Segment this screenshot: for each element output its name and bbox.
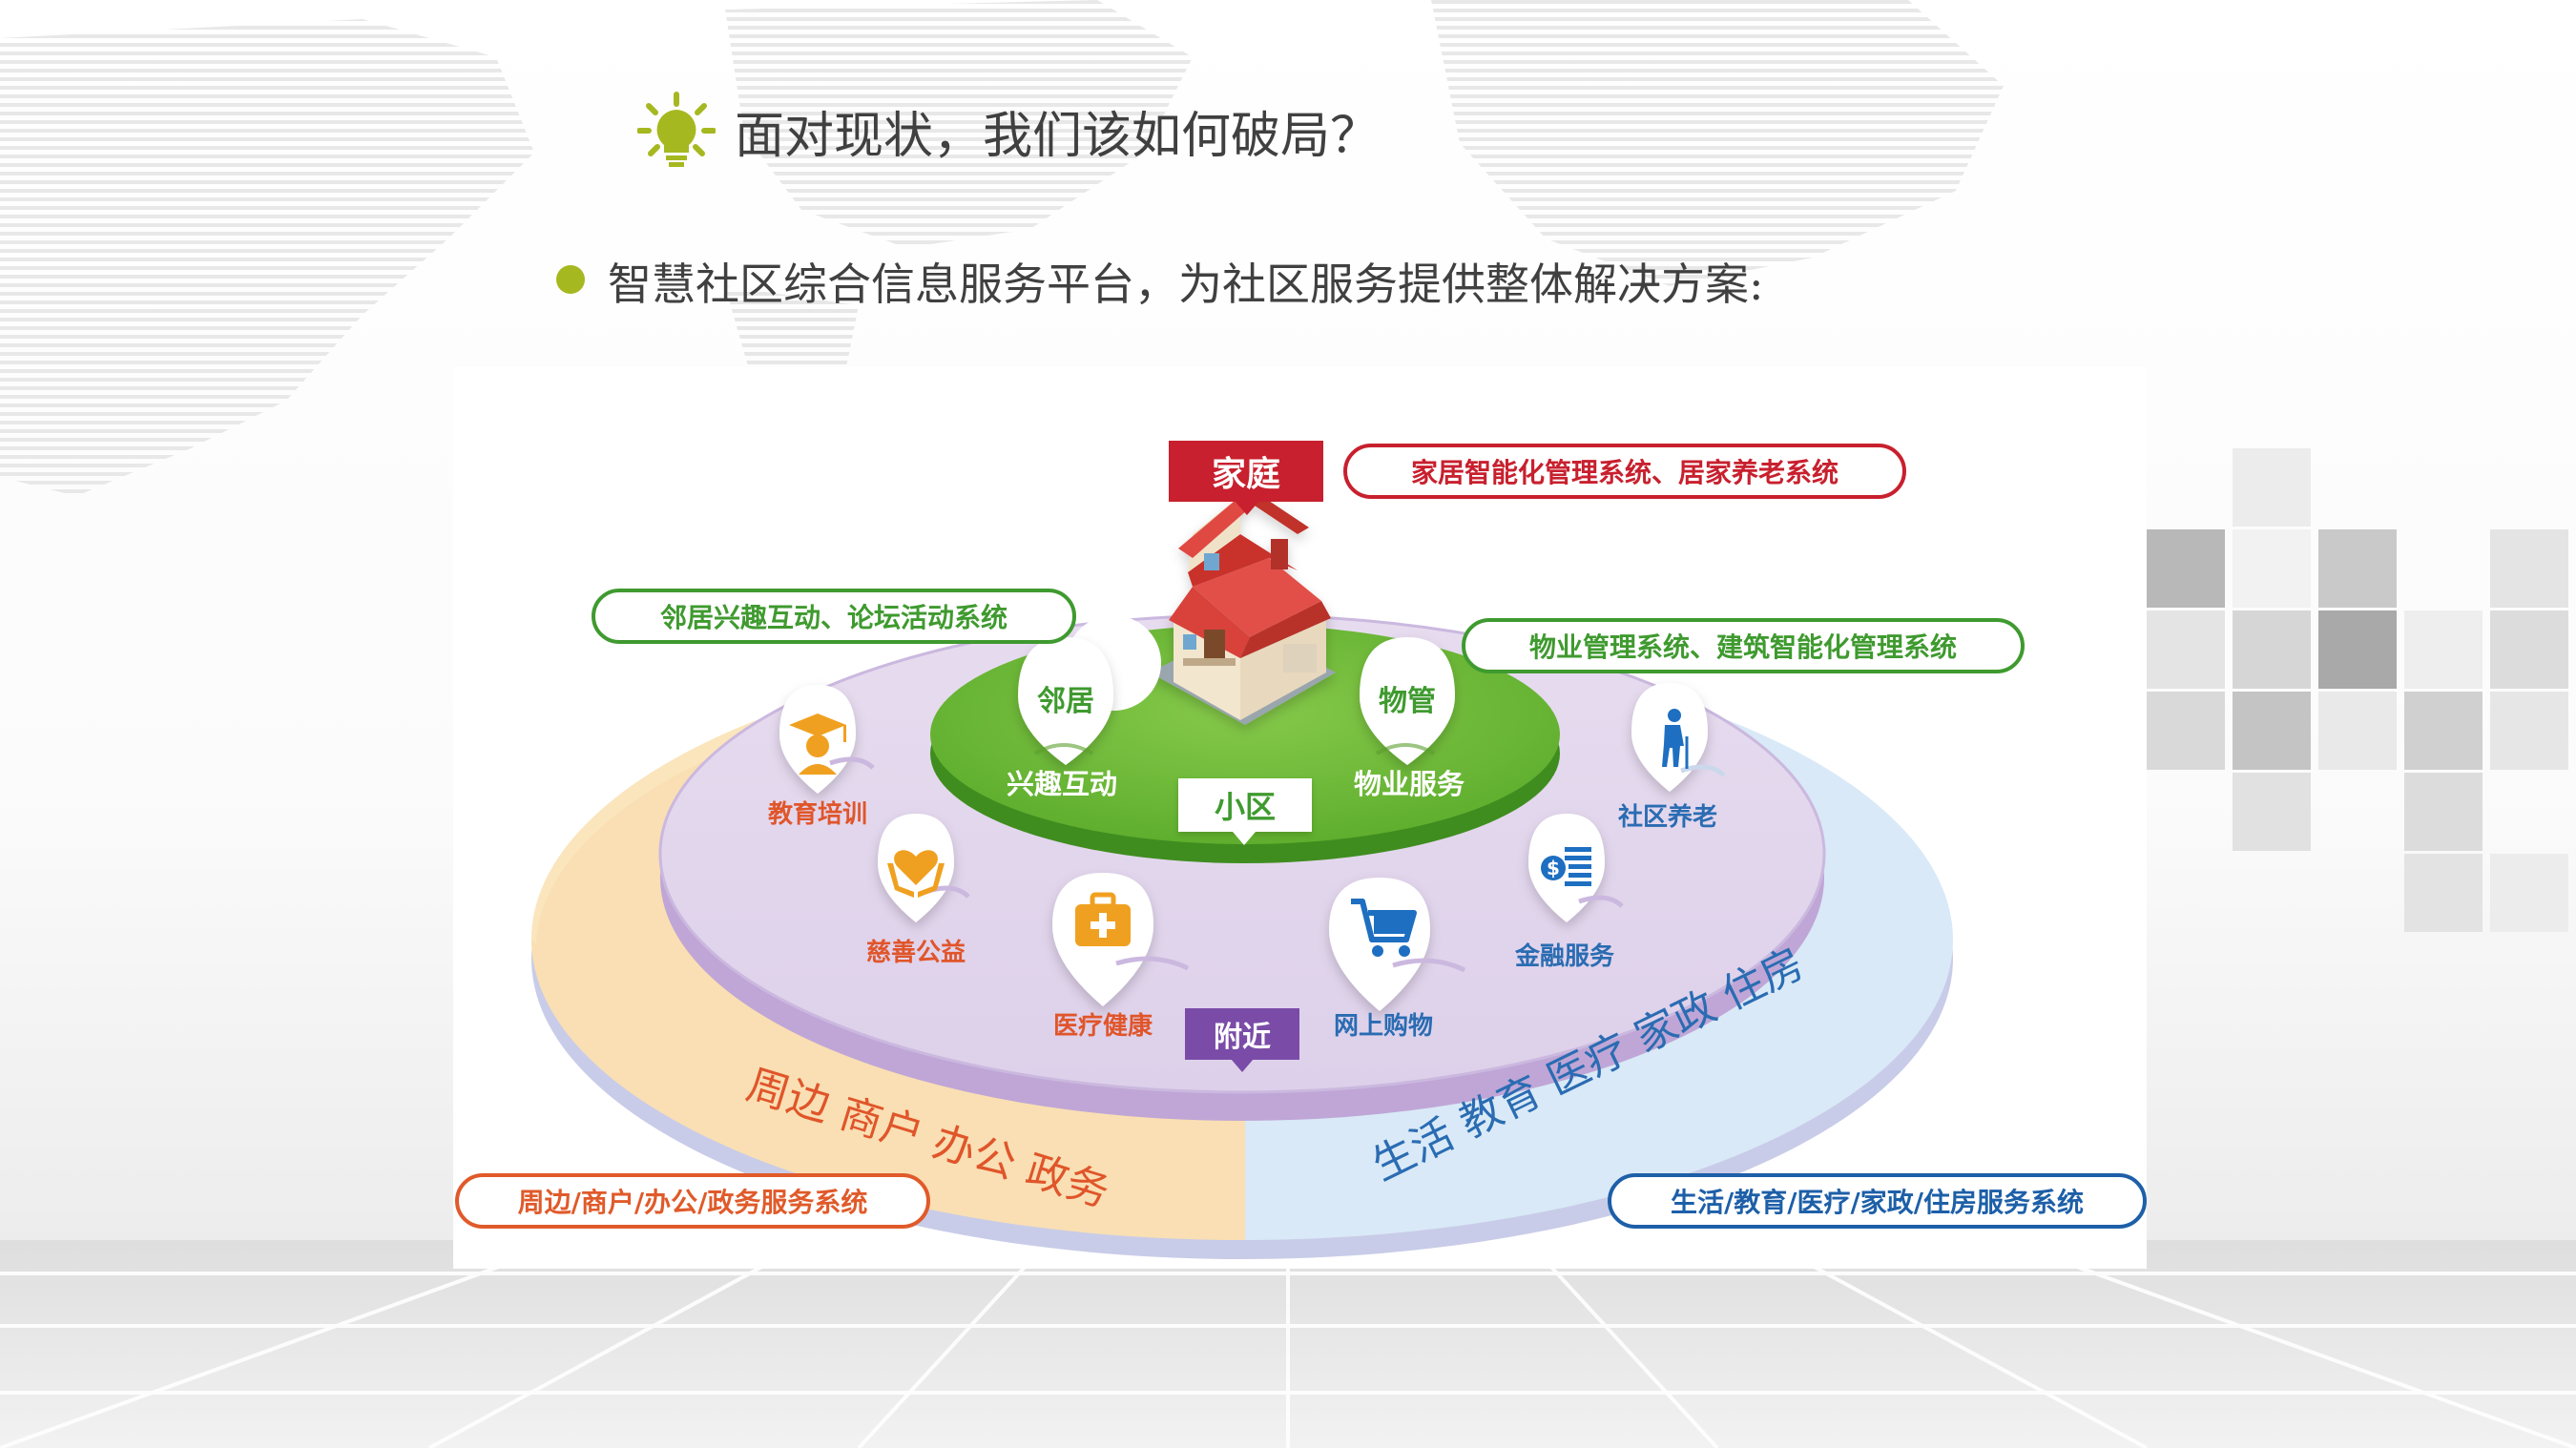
medical-kit-icon xyxy=(1075,892,1131,946)
service-label-elderly: 社区养老 xyxy=(1617,803,1718,832)
community-tag: 小区 xyxy=(1178,778,1312,832)
pin-property-label: 物业服务 xyxy=(1353,768,1465,800)
surrounding-system-pill: 周边/商户/办公/政务服务系统 xyxy=(455,1173,930,1229)
floor xyxy=(0,1238,2576,1448)
life-system-pill: 生活/教育/医疗/家政/住房服务系统 xyxy=(1608,1173,2147,1229)
nearby-tag-pointer xyxy=(1231,1059,1254,1072)
house-icon xyxy=(1150,491,1336,725)
page-title: 面对现状，我们该如何破局？ xyxy=(735,108,1381,165)
property-system-pill: 物业管理系统、建筑智能化管理系统 xyxy=(1462,618,2025,673)
heart-hands-icon xyxy=(887,850,945,898)
nearby-tag-label: 附近 xyxy=(1214,1021,1271,1054)
pin-neighbor-label: 兴趣互动 xyxy=(1006,768,1118,800)
decorative-tiles xyxy=(2147,448,2568,932)
service-label-finance: 金融服务 xyxy=(1514,942,1615,971)
money-icon: $ xyxy=(1541,847,1591,886)
nearby-tag: 附近 xyxy=(1185,1008,1299,1060)
pin-neighbor xyxy=(1018,615,1161,765)
pin-property xyxy=(1360,637,1455,765)
service-label-charity: 慈善公益 xyxy=(865,939,966,967)
service-label-medical: 医疗健康 xyxy=(1052,1012,1153,1041)
bullet-text: 智慧社区综合信息服务平台，为社区服务提供整体解决方案: xyxy=(608,259,1764,310)
family-tag-label: 家庭 xyxy=(1211,455,1280,494)
graduate-icon xyxy=(789,714,846,775)
neighbor-system-pill: 邻居兴趣互动、论坛活动系统 xyxy=(592,589,1076,644)
shopping-cart-icon xyxy=(1351,899,1417,957)
service-label-shopping: 网上购物 xyxy=(1333,1012,1434,1041)
family-tag-pointer xyxy=(1234,500,1260,515)
world-map-watermark xyxy=(0,0,2004,496)
pin-property-title: 物管 xyxy=(1379,685,1436,718)
community-tag-pointer xyxy=(1233,832,1256,845)
pin-neighbor-title: 邻居 xyxy=(1037,685,1094,718)
home-system-pill: 家居智能化管理系统、居家养老系统 xyxy=(1343,444,1906,499)
svg-text:$: $ xyxy=(1547,857,1560,879)
family-tag: 家庭 xyxy=(1169,441,1323,502)
service-label-education: 教育培训 xyxy=(767,800,868,829)
community-tag-label: 小区 xyxy=(1214,789,1276,825)
lightbulb-icon xyxy=(637,92,716,167)
elderly-icon xyxy=(1662,709,1689,769)
bullet-dot xyxy=(556,265,585,294)
pin-finance xyxy=(1528,814,1624,922)
